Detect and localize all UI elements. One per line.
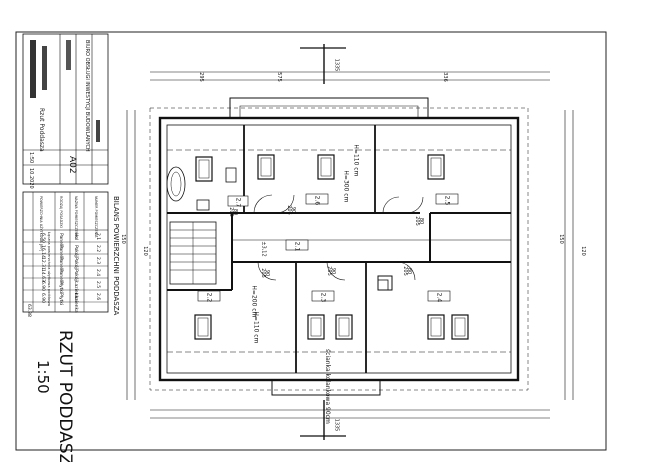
door-labels: 90 205 80 205 80 205 90 205 90 205 80 20… [228,205,424,278]
door-label: 80 [406,268,412,274]
door-label: 90 [330,268,336,274]
cell-area: 6.90 [40,293,46,303]
sheet-code: A02 [67,156,77,174]
table-row: 2.1 Hol Panele 6.50 [40,233,101,248]
cell-number: 2.4 [95,269,101,276]
cell-area: 6.50 [40,233,46,243]
cell-floor: Płytki [58,281,64,293]
dimension-text: 295 [198,72,204,82]
door-label: 205 [228,207,234,217]
annotations: H=110 cm H=300 cm H=200 cm H=110 cm ścia… [251,144,360,424]
scale-field: 1:50 [28,152,34,163]
table-row: 2.4 Pokój Panele 14.63 [40,269,101,284]
area-table: BILANS POWIERZCHNI PODDASZA NUMER POMIES… [22,191,120,317]
cell-area: 14.63 [40,269,46,282]
room-label: 2.7 [235,198,242,208]
cell-name: Pokój [73,257,80,269]
cell-floor: Panele [58,245,64,260]
dimension-text: 336 [442,72,448,82]
cell-area: 16.14 [40,245,46,258]
dimension-text: 120 [142,246,148,256]
col-header-name: NAZWA POMIESZCZENIA [74,196,78,238]
room-label: 2.5 [444,196,451,206]
dimension-labels: 1335 295 575 336 150 120 150 120 1335 [120,59,586,432]
sheet-frame [15,31,607,451]
col-header-number: NUMER POMIESZCZENIA [94,196,98,238]
room-label: 2.1 [294,242,301,252]
dimension-text: 150 [558,234,564,244]
total-label: Łączna powierzchnia użytkowa poddasza [47,231,51,306]
table-row: 2.2 Pokój Panele 16.14 [40,245,101,260]
room-labels: 2.1 2.2 2.3 2.4 2.5 2.6 2.7 [197,193,459,303]
table-row: 2.5 Łazienka Płytki 6.90 [40,280,101,301]
cell-name: Pokój [73,269,80,281]
door-label: 80 [232,209,238,215]
table-row: 2.6 Łazienka Płytki 6.90 [40,292,101,313]
room-label: 2.2 [206,293,213,303]
cell-name: Łazienka [73,292,79,313]
cell-number: 2.2 [95,245,101,252]
redacted-block [96,120,100,142]
dimension-text: 150 [120,234,126,244]
cell-floor: Panele [58,257,64,272]
door-label: 80 [418,218,424,224]
redacted-block [42,46,47,90]
dimension-text: 575 [276,72,282,82]
knee-wall-note: ścianka kolankowa 90cm [324,349,331,424]
col-header-floor: RODZAJ POSADZKI [59,196,63,228]
cell-floor: Panele [58,233,64,248]
office-name: BIURO OBSŁUGI INWESTYCJI BUDOWLANYCH [84,40,90,152]
height-annotation: H=300 cm [343,170,350,202]
drawing-title: RZUT PODDASZA [55,330,75,462]
drawing-scale: 1:50 [34,360,52,394]
dimension-text: 120 [580,246,586,256]
level-mark: ±3,12 [261,241,267,256]
col-header-area: POWIERZCHNIA UŻYTKOWA [m²] [39,196,44,252]
room-label: 2.6 [314,196,321,206]
dimension-text: 1335 [333,59,339,72]
cell-name: Pokój [73,245,80,257]
room-label: 2.4 [436,293,443,303]
height-annotation: H=110 cm [253,311,260,343]
date-field: 10.2020 [28,168,34,189]
table-row: 2.3 Pokój Panele 12.31 [40,257,101,272]
cell-number: 2.6 [95,293,101,300]
door-label: 205 [286,205,292,215]
cell-floor: Płytki [58,293,64,305]
dimension-text: 1335 [333,419,339,432]
height-annotation: H=110 cm [353,144,360,176]
room-label: 2.3 [320,293,327,303]
door-label: 205 [326,266,332,276]
door-label: 90 [290,207,296,213]
height-annotation: H=200 cm [251,285,258,317]
door-label: 90 [264,270,270,276]
cell-number: 2.3 [95,257,101,264]
drawing-name: Rzut Poddasza [38,108,45,152]
cell-name: Łazienka [73,280,79,301]
redacted-block [66,40,71,70]
cell-name: Hol [73,233,79,240]
floor-plan [126,44,574,440]
redacted-block [30,40,36,98]
cell-area: 12.31 [40,257,46,270]
cell-area: 6.90 [40,281,46,291]
title-block: BIURO OBSŁUGI INWESTYCJI BUDOWLANYCH Rzu… [22,33,109,189]
total-value: 63.38 [26,304,32,317]
door-label: 205 [260,268,266,278]
table-heading: BILANS POWIERZCHNI PODDASZA [112,196,120,316]
drawing-title-group: RZUT PODDASZA 1:50 [34,330,75,466]
cell-number: 2.1 [95,233,101,240]
door-label: 205 [402,266,408,276]
cell-number: 2.5 [95,281,101,288]
door-label: 205 [414,216,420,226]
cell-floor: Panele [58,269,64,284]
